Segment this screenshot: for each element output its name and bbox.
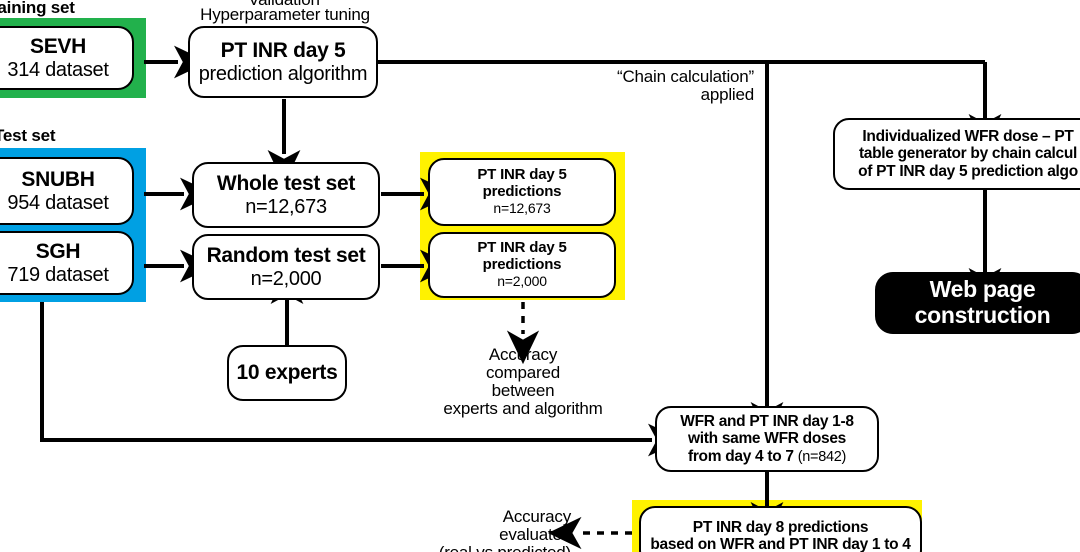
annotation-accuracy-compared-line3: between	[491, 381, 555, 400]
annotation-validation: Validation	[192, 0, 376, 9]
node-algorithm-line1: PT INR day 5	[220, 39, 346, 63]
node-day8-line2: based on WFR and PT INR day 1 to 4	[650, 536, 911, 552]
annotation-accuracy-evaluated-line2: evaluated	[499, 525, 571, 544]
node-wfr-cohort-line3-bold: from day 4 to 7	[687, 447, 798, 465]
node-pred-whole-line3: n=12,673	[493, 199, 551, 216]
node-whole-test-set[interactable]: Whole test set n=12,673	[192, 162, 380, 228]
node-random-test-line2: n=2,000	[250, 267, 322, 290]
node-wfr-cohort-line1: WFR and PT INR day 1-8	[680, 412, 854, 430]
node-day8-predictions[interactable]: PT INR day 8 predictions based on WFR an…	[639, 506, 922, 552]
annotation-chain-calculation-line2: applied	[700, 85, 755, 104]
node-wfr-table-line1: Individualized WFR dose – PT	[862, 127, 1074, 145]
node-pred-whole-line1: PT INR day 5	[477, 166, 567, 184]
node-wfr-cohort-line3: from day 4 to 7 (n=842)	[688, 448, 846, 465]
node-pred-random-line2: predictions	[482, 256, 562, 274]
node-experts-line1: 10 experts	[236, 361, 338, 385]
node-snubh-line2: 954 dataset	[7, 191, 109, 214]
node-pred-random-line1: PT INR day 5	[477, 239, 567, 257]
node-wfr-cohort-line2: with same WFR doses	[688, 430, 846, 448]
node-sevh-line1: SEVH	[30, 35, 86, 59]
annotation-accuracy-compared-line4: experts and algorithm	[443, 399, 603, 418]
annotation-accuracy-evaluated-line1: Accuracy	[502, 507, 572, 526]
annotation-accuracy-compared-line1: Accuracy	[488, 345, 558, 364]
node-10-experts[interactable]: 10 experts	[227, 345, 347, 401]
node-snubh[interactable]: SNUBH 954 dataset	[0, 157, 134, 225]
node-wfr-table-line3: of PT INR day 5 prediction algo	[858, 162, 1078, 180]
node-snubh-line1: SNUBH	[21, 168, 95, 192]
node-whole-test-line2: n=12,673	[245, 195, 327, 218]
node-wfr-cohort-line3-count: (n=842)	[797, 448, 847, 465]
node-sevh[interactable]: SEVH 314 dataset	[0, 26, 134, 90]
node-algorithm-line2: prediction algorithm	[198, 62, 368, 85]
node-pred-random-line3: n=2,000	[497, 272, 547, 289]
training-set-label: raining set	[0, 0, 75, 17]
node-sgh-line1: SGH	[35, 240, 81, 264]
annotation-chain-calculation-line1: “Chain calculation”	[617, 67, 754, 86]
node-predictions-random[interactable]: PT INR day 5 predictions n=2,000	[428, 232, 616, 298]
node-predictions-whole[interactable]: PT INR day 5 predictions n=12,673	[428, 158, 616, 226]
node-sgh[interactable]: SGH 719 dataset	[0, 231, 134, 295]
node-prediction-algorithm[interactable]: PT INR day 5 prediction algorithm	[188, 26, 378, 98]
node-webpage-line2: construction	[914, 302, 1051, 328]
node-wfr-table-line2: table generator by chain calcul	[858, 145, 1078, 163]
node-day8-line1: PT INR day 8 predictions	[692, 518, 869, 536]
annotation-accuracy-evaluated-line3: (real vs predicted)	[355, 544, 571, 552]
node-webpage-line1: Web page	[929, 276, 1036, 303]
node-random-test-line1: Random test set	[206, 244, 366, 268]
node-pred-whole-line2: predictions	[482, 183, 562, 201]
node-sevh-line2: 314 dataset	[7, 58, 109, 81]
node-wfr-dose-table-generator[interactable]: Individualized WFR dose – PT table gener…	[833, 118, 1080, 190]
annotation-hyperparameter-tuning: Hyperparameter tuning	[200, 5, 370, 24]
annotation-accuracy-compared-line2: compared	[486, 363, 560, 382]
node-wfr-cohort[interactable]: WFR and PT INR day 1-8 with same WFR dos…	[655, 406, 879, 472]
node-random-test-set[interactable]: Random test set n=2,000	[192, 234, 380, 300]
node-web-page-construction[interactable]: Web page construction	[875, 272, 1080, 334]
node-whole-test-line1: Whole test set	[216, 172, 356, 196]
node-sgh-line2: 719 dataset	[7, 263, 109, 286]
test-set-label: Test set	[0, 126, 56, 145]
